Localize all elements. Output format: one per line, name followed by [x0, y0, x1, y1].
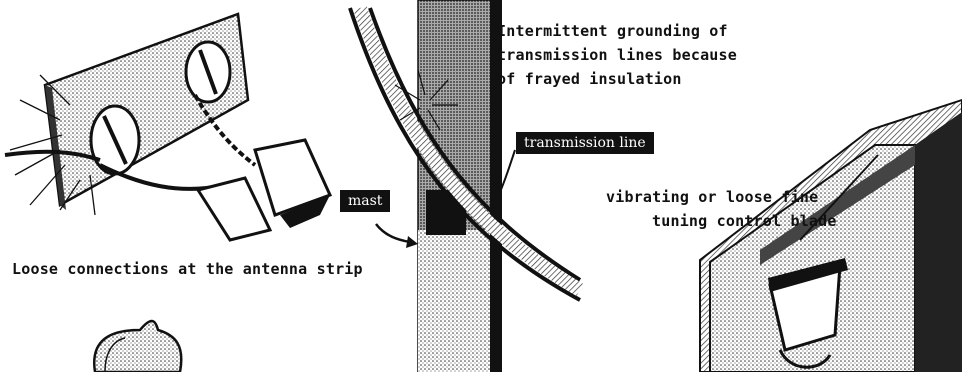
- intermittent-caption-line3: of frayed insulation: [497, 68, 682, 90]
- intermittent-caption-line2: transmission lines because: [497, 44, 737, 66]
- blade-caption-line1: vibrating or loose fine: [606, 186, 818, 208]
- antenna-strip-caption: Loose connections at the antenna strip: [12, 258, 363, 280]
- tuning-blade-drawing: [700, 100, 962, 372]
- intermittent-caption-line1: Intermittent grounding of: [497, 20, 728, 42]
- antenna-strip-drawing: [5, 14, 330, 240]
- mast-tag: mast: [340, 190, 390, 212]
- blade-caption-line2: tuning control blade: [652, 210, 837, 232]
- transmission-line-tag: transmission line: [516, 132, 654, 154]
- bulb-drawing: [94, 321, 181, 372]
